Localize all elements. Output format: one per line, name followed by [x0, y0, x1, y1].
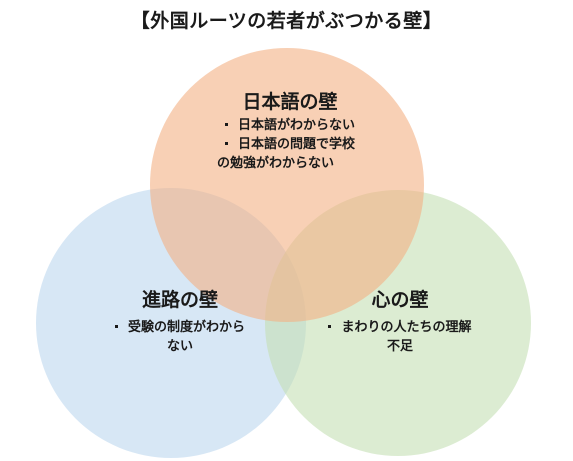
list-item-continuation: 不足 [386, 339, 413, 354]
top-circle [150, 48, 424, 322]
right-circle-label: 心の壁 まわりの人たちの理解 不足 [280, 285, 520, 356]
list-item: まわりの人たちの理解 [328, 318, 472, 337]
bullet-icon [224, 142, 228, 145]
bullet-icon [114, 325, 118, 328]
list-item-text: まわりの人たちの理解 [341, 320, 472, 335]
top-circle-label: 日本語の壁 日本語がわからない 日本語の問題で学校 の勉強がわからない [180, 87, 400, 173]
top-circle-items: 日本語がわからない 日本語の問題で学校 の勉強がわからない [217, 116, 355, 173]
top-circle-heading: 日本語の壁 [242, 91, 338, 113]
list-item-text: 日本語がわからない [237, 118, 355, 133]
list-item-text: 受験の制度がわから [127, 320, 245, 335]
list-item-continuation: ない [166, 339, 193, 354]
right-circle-items: まわりの人たちの理解 不足 [328, 318, 472, 356]
bullet-icon [224, 123, 228, 126]
list-item: 受験の制度がわから [114, 318, 245, 337]
left-circle-items: 受験の制度がわから ない [114, 318, 245, 356]
left-circle-heading: 進路の壁 [141, 289, 218, 311]
diagram-title: 【外国ルーツの若者がぶつかる壁】 [130, 10, 443, 32]
list-item-text: 日本語の問題で学校 [237, 137, 355, 152]
left-circle-label: 進路の壁 受験の制度がわから ない [60, 285, 300, 356]
bullet-icon [328, 325, 332, 328]
list-item: 日本語がわからない [224, 116, 355, 135]
right-circle-heading: 心の壁 [371, 289, 429, 311]
list-item: 日本語の問題で学校 [224, 135, 355, 154]
list-item-continuation: の勉強がわからない [216, 156, 334, 171]
